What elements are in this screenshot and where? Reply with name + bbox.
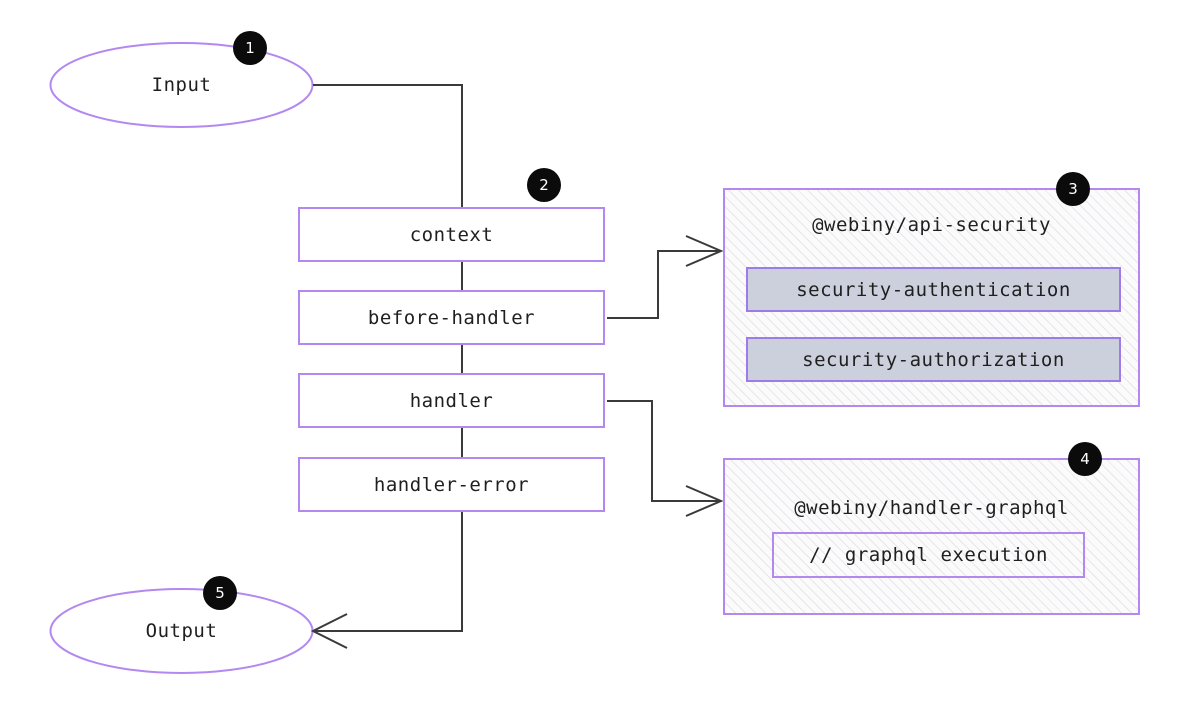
arrowhead-handler-graphql xyxy=(685,485,724,517)
badge-4: 4 xyxy=(1068,442,1102,476)
sub-box-security-authorization[interactable]: security-authorization xyxy=(746,337,1121,382)
badge-5: 5 xyxy=(203,576,237,610)
connector-handler-to-handler-graphql xyxy=(607,400,720,502)
panel-api-security-title: @webiny/api-security xyxy=(812,214,1051,236)
badge-3: 3 xyxy=(1056,172,1090,206)
sub-box-security-authentication[interactable]: security-authentication xyxy=(746,267,1121,312)
connector-handler-error-to-output xyxy=(315,512,463,632)
node-input-ellipse[interactable] xyxy=(49,42,314,128)
connector-input-to-context xyxy=(313,84,463,207)
panel-handler-graphql-title: @webiny/handler-graphql xyxy=(794,497,1069,519)
node-output-ellipse[interactable] xyxy=(49,588,314,674)
sub-box-graphql-execution[interactable]: // graphql execution xyxy=(772,532,1085,578)
stage-box-handler[interactable]: handler xyxy=(298,373,605,428)
stage-box-before-handler[interactable]: before-handler xyxy=(298,290,605,345)
panel-handler-graphql[interactable]: @webiny/handler-graphql xyxy=(723,458,1140,615)
stage-box-context[interactable]: context xyxy=(298,207,605,262)
connector-before-handler-to-api-security xyxy=(607,250,720,319)
badge-1: 1 xyxy=(233,31,267,65)
arrowhead-api-security xyxy=(685,235,724,267)
badge-2: 2 xyxy=(527,168,561,202)
arrowhead-output xyxy=(310,613,348,649)
stage-box-handler-error[interactable]: handler-error xyxy=(298,457,605,512)
